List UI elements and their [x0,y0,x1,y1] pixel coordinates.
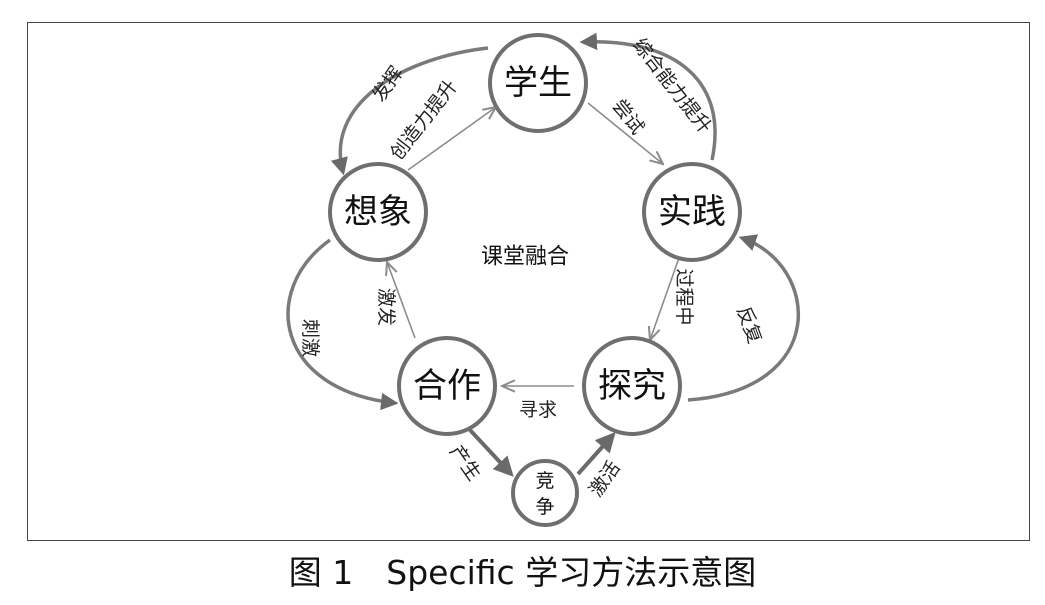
figure-caption: 图 1 Specific 学习方法示意图 [288,553,757,592]
arrow-explore-to-practice [687,234,800,402]
svg-text:竞: 竞 [535,470,554,492]
svg-text:探究: 探究 [598,366,666,406]
arrow-practice-to-explore [650,254,681,340]
node-compete: 竞 争 [511,459,579,527]
label-cooperate-to-imagine: 激发 [375,288,397,326]
arrow-student-to-imagine [330,46,489,176]
arrow-practice-to-student [579,32,717,161]
node-explore: 探究 [582,336,682,436]
learning-method-diagram: 学生 实践 探究 合作 想象 竞 争 课堂融合 发挥 创造力提升 尝试 综合能力… [286,32,800,527]
svg-text:想象: 想象 [344,192,412,232]
arrow-student-to-practice [587,102,663,164]
label-cooperate-to-compete: 产生 [445,441,485,485]
label-explore-to-practice: 反复 [732,303,766,346]
label-practice-to-explore: 过程中 [673,268,695,325]
arrow-compete-to-explore [576,432,616,476]
center-label: 课堂融合 [481,245,569,270]
node-cooperate: 合作 [397,336,497,436]
svg-text:学生: 学生 [504,63,572,103]
svg-text:争: 争 [535,496,554,518]
label-explore-to-cooperate: 寻求 [519,399,557,421]
arrow-cooperate-to-imagine [387,262,416,339]
node-practice: 实践 [642,162,742,262]
label-student-to-practice: 尝试 [608,95,649,139]
label-student-to-imagine: 发挥 [368,62,408,106]
diagram-frame [27,22,1030,541]
label-compete-to-explore: 激活 [585,457,625,501]
node-imagine: 想象 [328,162,428,262]
arrow-cooperate-to-compete [468,428,514,477]
svg-text:实践: 实践 [658,192,726,232]
arrow-imagine-to-student [407,107,496,171]
svg-text:合作: 合作 [413,366,481,406]
node-student: 学生 [488,33,588,133]
arrow-imagine-to-cooperate [286,238,399,411]
label-imagine-to-cooperate: 刺激 [299,319,321,357]
